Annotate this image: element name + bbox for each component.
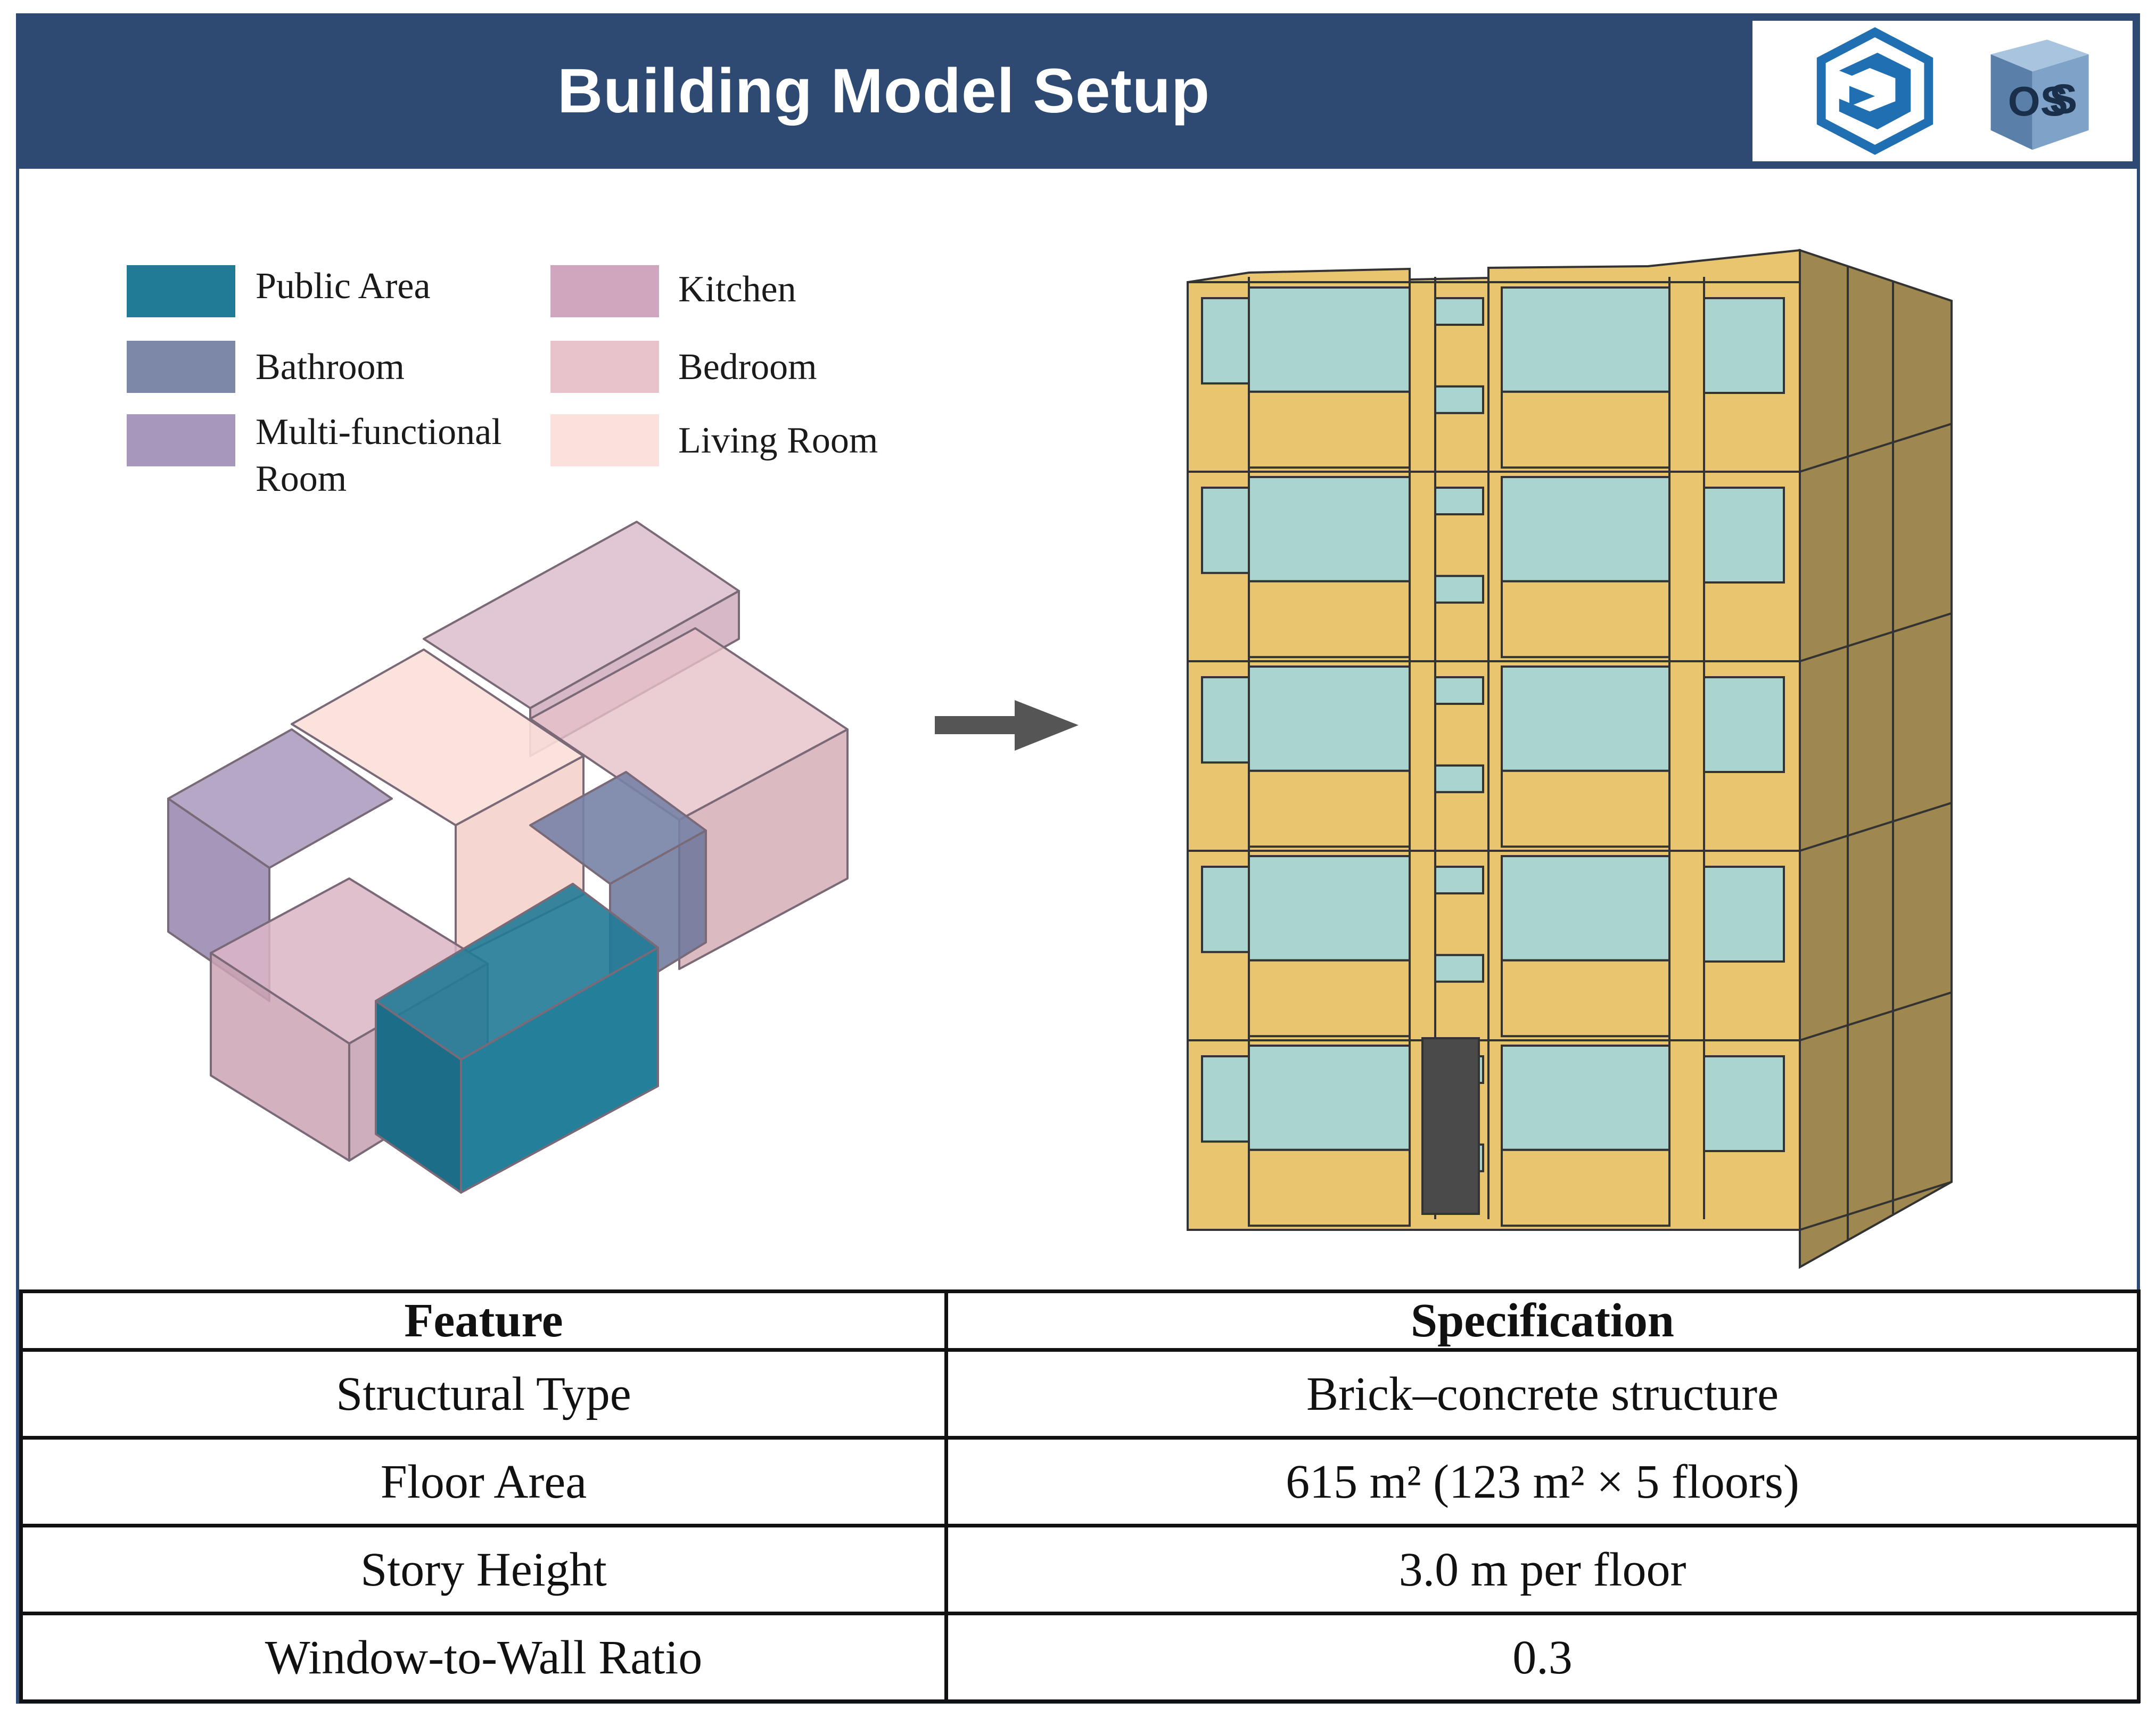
legend-swatch-multi-functional-room (127, 414, 235, 466)
window (1703, 487, 1785, 584)
svg-text:S: S (2050, 75, 2077, 122)
balcony-wall (1248, 769, 1411, 848)
legend-label-living-room: Living Room (678, 420, 878, 461)
legend-swatch-bedroom (550, 341, 659, 393)
stair-window (1434, 676, 1484, 705)
cell-feature: Window-to-Wall Ratio (19, 1612, 948, 1703)
legend-label-public-area: Public Area (256, 266, 431, 307)
header-specification: Specification (944, 1289, 2141, 1352)
window (1703, 297, 1785, 394)
balcony-wall (1248, 959, 1411, 1038)
window (1248, 855, 1411, 962)
window (1501, 476, 1671, 582)
window (1201, 487, 1250, 574)
legend-swatch-kitchen (550, 265, 659, 317)
isometric-floor-plan (167, 521, 849, 1194)
specification-table: Feature Specification Structural Type Br… (19, 1289, 2141, 1703)
cell-specification: 615 m² (123 m² × 5 floors) (944, 1436, 2141, 1527)
window (1703, 1055, 1785, 1152)
side-floor-line (1799, 991, 1952, 1041)
window (1501, 666, 1671, 772)
balcony-wall (1248, 580, 1411, 659)
building-side-wall (1799, 249, 1953, 1269)
window (1201, 1055, 1250, 1143)
table-header-row: Feature Specification (19, 1289, 2141, 1352)
legend-label-kitchen: Kitchen (678, 269, 796, 310)
stair-window (1434, 297, 1484, 326)
window (1201, 676, 1250, 764)
window (1501, 286, 1671, 393)
arrow-icon (935, 700, 1079, 751)
stair-window (1434, 954, 1484, 983)
legend-swatch-public-area (127, 265, 235, 317)
building-diagram: Public Area Bathroom Multi-functional Ro… (127, 249, 1953, 1269)
table-row: Story Height 3.0 m per floor (19, 1524, 2141, 1615)
table-row: Structural Type Brick–concrete structure (19, 1348, 2141, 1440)
building-floors (1188, 277, 1952, 1231)
building-entrance (1421, 1037, 1480, 1215)
window (1248, 286, 1411, 393)
stair-window (1434, 764, 1484, 793)
table-row: Window-to-Wall Ratio 0.3 (19, 1612, 2141, 1703)
stair-window (1434, 574, 1484, 604)
balcony-wall (1501, 959, 1671, 1038)
legend-swatch-bathroom (127, 341, 235, 393)
window (1248, 1045, 1411, 1151)
window (1201, 297, 1250, 385)
stair-window (1434, 866, 1484, 894)
os-logo-text: OS (2008, 78, 2068, 125)
side-floor-line (1799, 1181, 1952, 1231)
window (1703, 676, 1785, 773)
window (1201, 866, 1250, 954)
side-floor-line (1799, 802, 1952, 852)
balcony-wall (1501, 390, 1671, 469)
legend-swatch-living-room (550, 414, 659, 466)
cell-feature: Story Height (19, 1524, 948, 1615)
window (1248, 476, 1411, 582)
logo-panel: OS S (1752, 21, 2133, 161)
header-bar: Building Model Setup OS S (16, 13, 2140, 169)
legend-label-bedroom: Bedroom (678, 347, 817, 388)
stair-window (1434, 385, 1484, 414)
cell-specification: 3.0 m per floor (944, 1524, 2141, 1615)
openstudio-logo-icon: OS S (1990, 39, 2089, 150)
cell-feature: Structural Type (19, 1348, 948, 1440)
balcony-wall (1501, 769, 1671, 848)
window (1501, 855, 1671, 962)
balcony-wall (1248, 1148, 1411, 1227)
header-feature: Feature (19, 1289, 948, 1352)
table-row: Floor Area 615 m² (123 m² × 5 floors) (19, 1436, 2141, 1527)
page-title: Building Model Setup (557, 56, 1211, 126)
side-floor-line (1799, 612, 1952, 662)
window (1501, 1045, 1671, 1151)
cell-specification: Brick–concrete structure (944, 1348, 2141, 1440)
sketchup-logo-icon (1816, 27, 1933, 155)
cell-specification: 0.3 (944, 1612, 2141, 1703)
legend-label-bathroom: Bathroom (256, 347, 405, 388)
legend: Public Area Bathroom Multi-functional Ro… (127, 265, 878, 499)
legend-label-room: Room (256, 458, 347, 499)
window (1248, 666, 1411, 772)
cell-feature: Floor Area (19, 1436, 948, 1527)
balcony-wall (1248, 390, 1411, 469)
window (1703, 866, 1785, 963)
balcony-wall (1501, 1148, 1671, 1227)
side-floor-line (1799, 423, 1952, 473)
stair-window (1434, 487, 1484, 515)
balcony-wall (1501, 580, 1671, 659)
legend-label-multi-functional: Multi-functional (256, 412, 502, 453)
